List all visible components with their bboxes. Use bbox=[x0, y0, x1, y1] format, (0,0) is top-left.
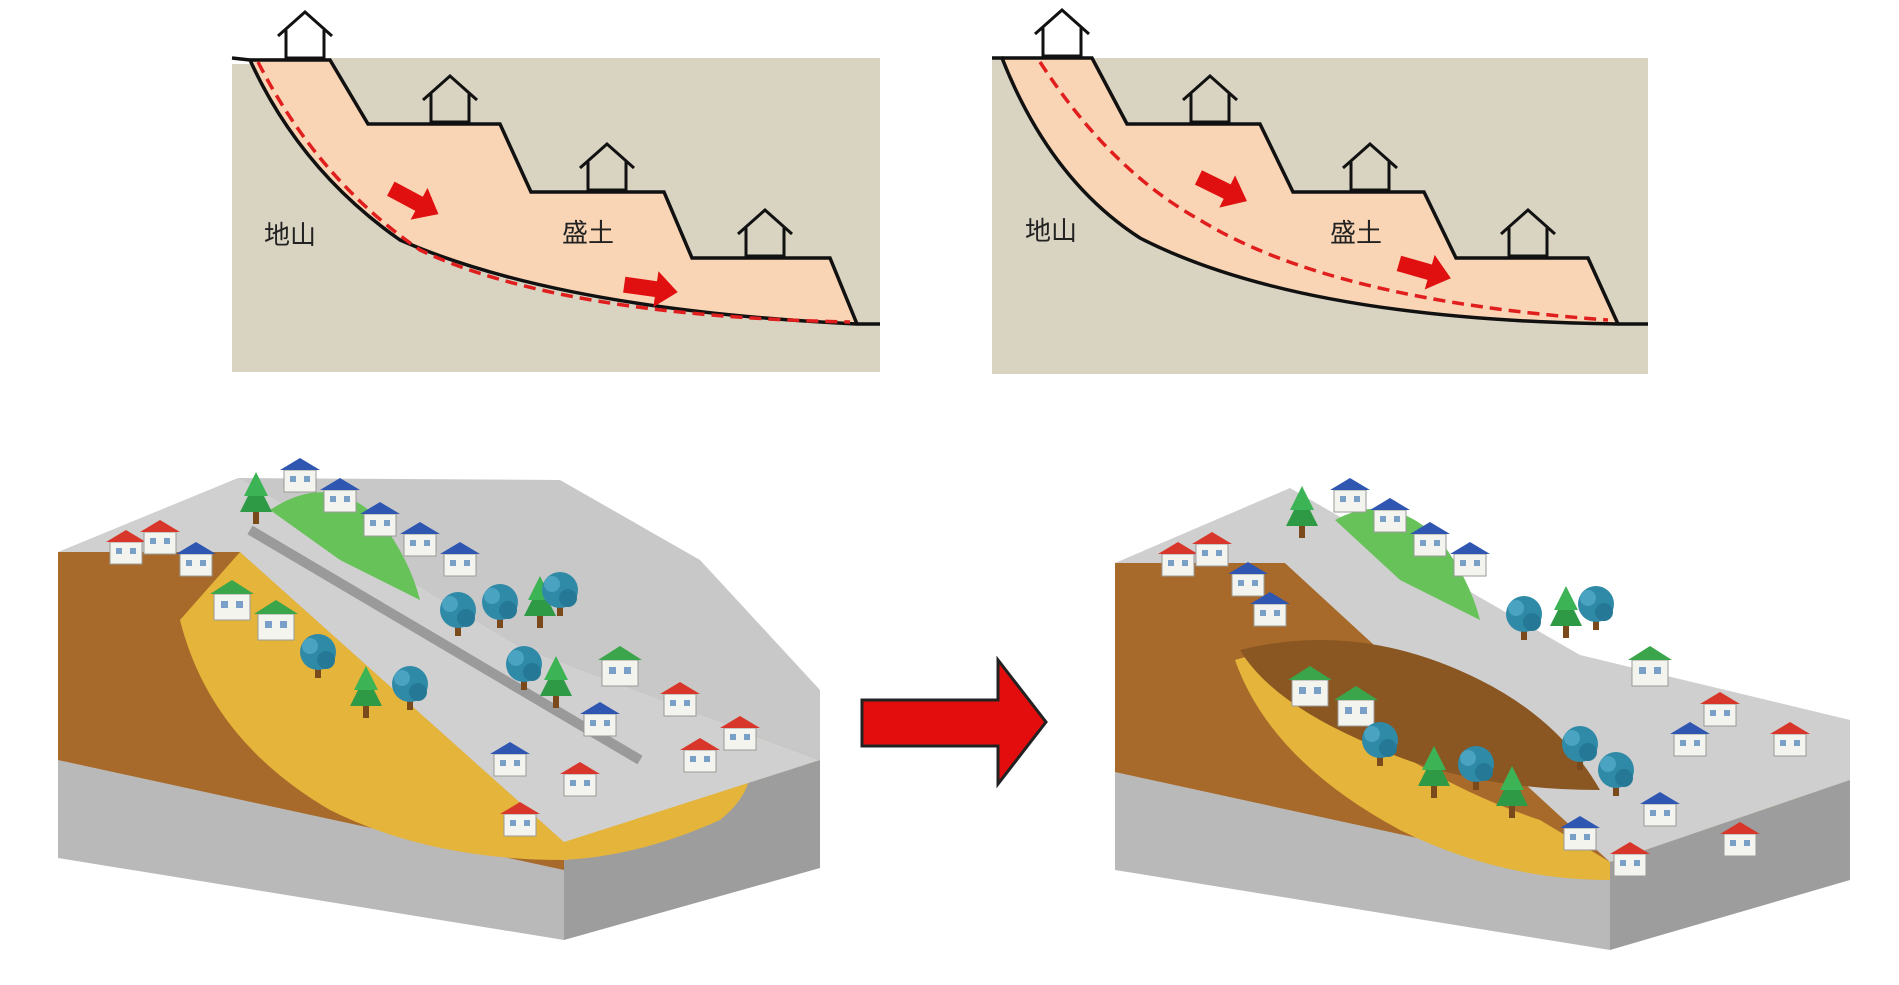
block-diagram-before bbox=[58, 458, 820, 940]
house-icon bbox=[1330, 478, 1370, 512]
transition-arrow-icon bbox=[862, 660, 1046, 784]
house-icon bbox=[1370, 498, 1410, 532]
cross-section-left: 地山 盛土 bbox=[232, 12, 880, 372]
fill-label: 盛土 bbox=[1330, 219, 1382, 249]
house-icon bbox=[1628, 646, 1672, 686]
tree-icon bbox=[1578, 586, 1614, 630]
fill-label: 盛土 bbox=[562, 219, 614, 249]
natural-ground-label: 地山 bbox=[264, 221, 316, 251]
house-icon bbox=[278, 12, 332, 58]
tree-icon bbox=[1550, 586, 1582, 638]
house-icon bbox=[1450, 542, 1490, 576]
natural-ground-label: 地山 bbox=[1025, 217, 1077, 247]
house-icon bbox=[1035, 10, 1089, 56]
cross-section-right: 地山 盛土 bbox=[992, 10, 1648, 374]
house-icon bbox=[280, 458, 320, 492]
block-diagram-after bbox=[1115, 478, 1850, 950]
